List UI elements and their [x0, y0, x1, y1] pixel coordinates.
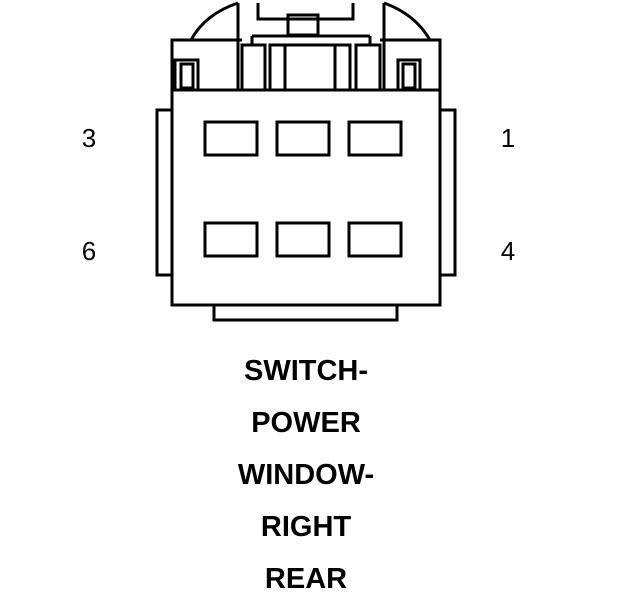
connector-upper-shell [170, 38, 442, 90]
left-side-rib [155, 108, 172, 277]
pin-label-bottom-right: 4 [500, 236, 516, 266]
terminal-cavity-1 [347, 120, 403, 157]
pin-label-top-right: 1 [500, 123, 516, 153]
right-side-rib [440, 108, 457, 277]
connector-caption: SWITCH- POWER WINDOW- RIGHT REAR [0, 348, 612, 600]
caption-line: POWER [251, 407, 361, 439]
pin-label-top-left: 3 [81, 123, 97, 153]
caption-line: WINDOW- [237, 459, 375, 491]
terminal-cavity-3 [203, 120, 259, 157]
caption-line: SWITCH- [243, 355, 369, 387]
pin-label-bottom-left: 6 [81, 236, 97, 266]
bottom-lip [212, 305, 399, 322]
terminal-cavity-4 [347, 221, 403, 258]
terminal-cavity-2 [275, 120, 331, 157]
caption-line: REAR [264, 563, 348, 595]
terminal-cavity-5 [275, 221, 331, 258]
terminal-cavity-6 [203, 221, 259, 258]
connector-latch [189, 1, 432, 92]
caption-line: RIGHT [260, 511, 352, 543]
connector-body [170, 88, 442, 307]
